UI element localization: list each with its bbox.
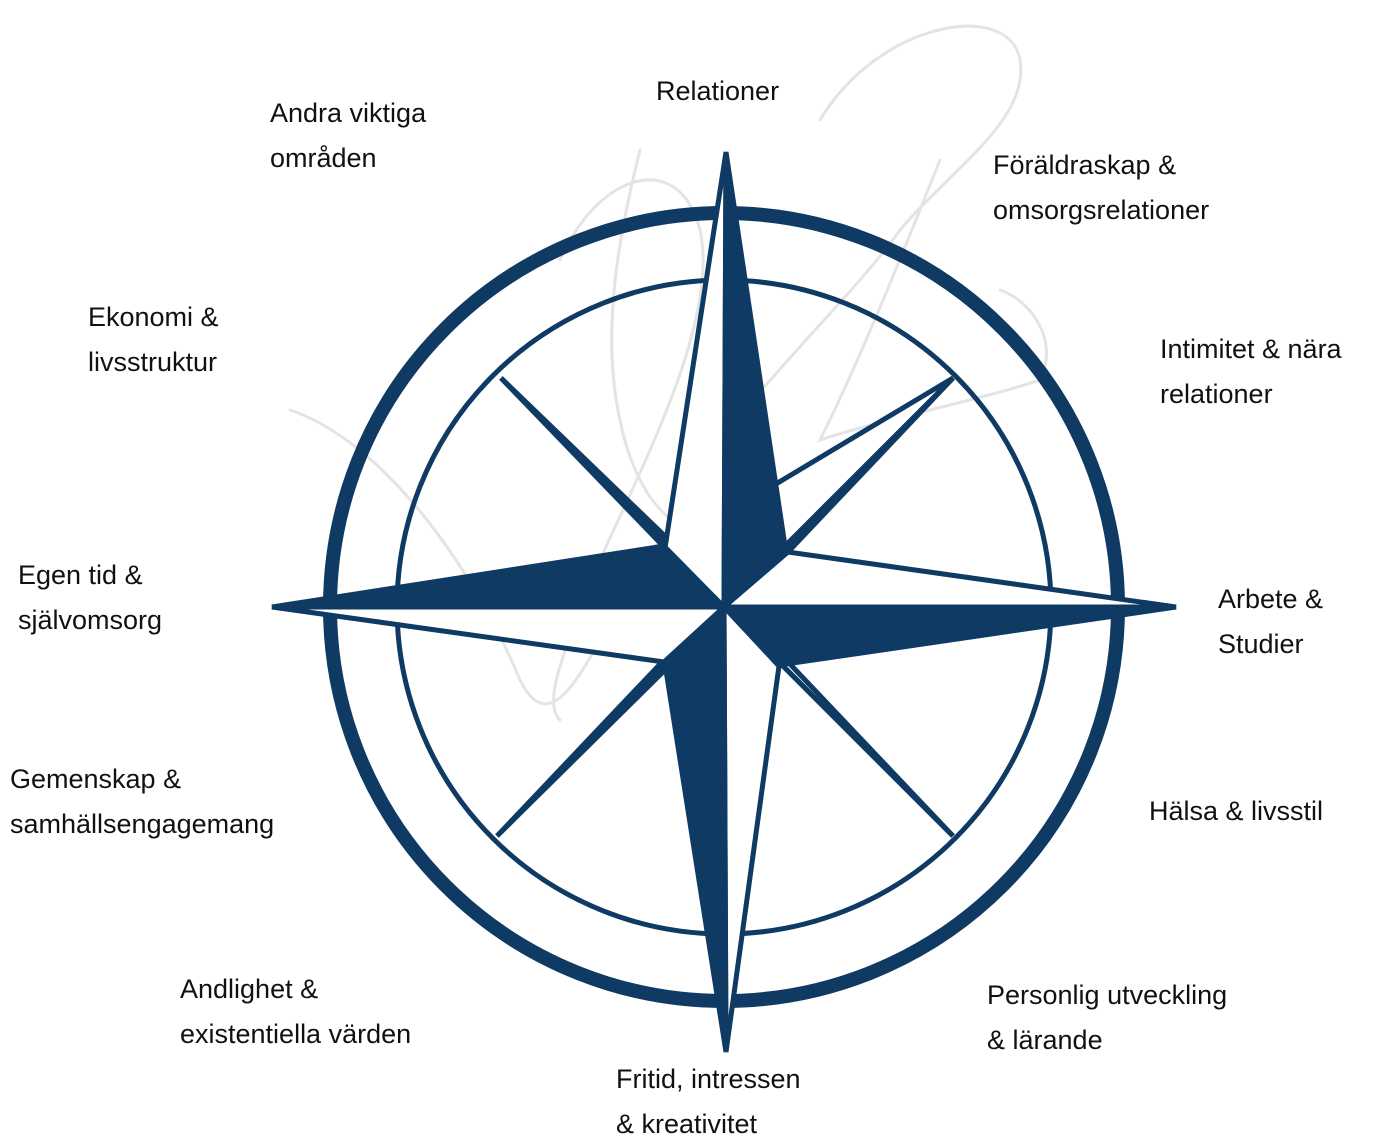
label-line: Personlig utveckling [987, 980, 1228, 1010]
label-line: Relationer [656, 76, 780, 106]
label-ekonomi: Ekonomi & livsstruktur [88, 295, 219, 385]
label-relationer: Relationer [656, 69, 779, 114]
label-arbete: Arbete & Studier [1218, 577, 1323, 667]
label-line: Gemenskap & [10, 764, 182, 794]
label-line: Andlighet & [180, 974, 319, 1004]
label-andlighet: Andlighet & existentiella värden [180, 967, 411, 1057]
label-line: samhällsengagemang [10, 809, 275, 839]
label-line: Hälsa & livsstil [1149, 796, 1324, 826]
label-personlig: Personlig utveckling & lärande [987, 973, 1227, 1063]
label-egentid: Egen tid & självomsorg [18, 553, 162, 643]
label-foraldraskap: Föräldraskap & omsorgsrelationer [993, 143, 1209, 233]
label-line: Föräldraskap & [993, 150, 1177, 180]
label-line: livsstruktur [88, 347, 218, 377]
label-line: Intimitet & nära [1160, 334, 1342, 364]
cardinal-points [271, 151, 1177, 1053]
label-gemenskap: Gemenskap & samhällsengagemang [10, 757, 274, 847]
label-line: självomsorg [18, 605, 163, 635]
label-line: Ekonomi & [88, 302, 219, 332]
label-fritid: Fritid, intressen & kreativitet [616, 1057, 801, 1147]
label-line: Arbete & [1218, 584, 1324, 614]
label-line: & kreativitet [616, 1109, 758, 1139]
label-line: omsorgsrelationer [993, 195, 1210, 225]
label-line: relationer [1160, 379, 1273, 409]
label-halsa: Hälsa & livsstil [1149, 789, 1323, 834]
label-line: Fritid, intressen [616, 1064, 801, 1094]
label-line: Studier [1218, 629, 1304, 659]
label-line: existentiella värden [180, 1019, 412, 1049]
label-andra: Andra viktiga områden [270, 91, 426, 181]
label-line: Egen tid & [18, 560, 143, 590]
label-line: Andra viktiga [270, 98, 427, 128]
label-intimitet: Intimitet & nära relationer [1160, 327, 1342, 417]
label-line: områden [270, 143, 377, 173]
label-line: & lärande [987, 1025, 1103, 1055]
